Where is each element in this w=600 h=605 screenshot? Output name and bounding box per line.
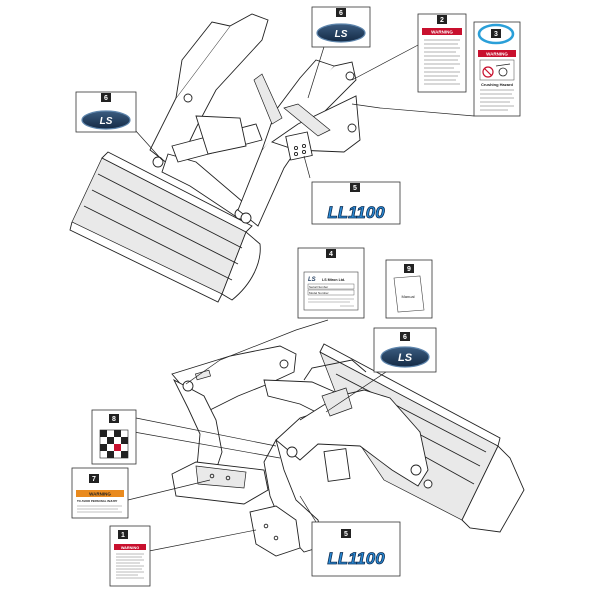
decal-controls-8: 8 — [91, 409, 137, 465]
upper-bucket — [69, 151, 261, 303]
callout-9: 9 — [407, 266, 411, 273]
upper-crossmember — [171, 73, 331, 163]
highlight-ring — [477, 23, 515, 45]
decal-caution-7: 7 WARNING TO AVOID PERSONAL INJURY — [71, 467, 129, 519]
decal-ls-badge-lower-right: 6 LS — [373, 327, 437, 373]
hazard-pictogram — [479, 59, 515, 81]
callout-6b: 6 — [339, 10, 343, 17]
warning-label-1: WARNING — [121, 546, 139, 550]
callout-2: 2 — [440, 17, 444, 24]
warning-label-3: WARNING — [486, 52, 508, 57]
warning-label-2: WARNING — [431, 30, 453, 35]
maker-name: LS Mtron Ltd. — [322, 278, 345, 282]
callout-1: 1 — [121, 532, 125, 539]
callout-6a: 6 — [104, 95, 108, 102]
decal-ls-badge-upper-middle: 6 LS — [311, 6, 371, 48]
model-name-text: LL1100 — [327, 203, 385, 222]
decal-model-lower: 5 LL1100 — [311, 521, 401, 577]
decal-warning-1: 1 WARNING — [109, 525, 151, 587]
control-pattern-grid — [99, 429, 129, 459]
callout-8: 8 — [112, 416, 116, 423]
model-label: Model Number — [309, 291, 329, 295]
serial-label: Serial Number — [309, 285, 328, 289]
lower-mount-brackets — [171, 359, 367, 557]
callout-4: 4 — [329, 251, 333, 258]
lower-loader-drawing — [171, 343, 525, 557]
callout-5a: 5 — [353, 185, 357, 192]
callout-5b: 5 — [344, 531, 348, 538]
decal-model-upper: 5 LL1100 — [311, 181, 401, 225]
callout-3: 3 — [494, 31, 498, 38]
callout-6c: 6 — [403, 334, 407, 341]
avoid-injury-text: TO AVOID PERSONAL INJURY — [77, 499, 117, 503]
model-name-text: LL1100 — [327, 549, 385, 568]
manual-label: Manual — [401, 294, 414, 299]
ls-logo-text: LS — [335, 29, 348, 40]
crushing-hazard-text: Crushing Hazard — [481, 82, 514, 87]
ls-logo-text: LS — [398, 352, 413, 364]
ls-logo-text: LS — [100, 116, 113, 127]
upper-loader-drawing — [69, 13, 361, 303]
decal-warning-2: 2 WARNING — [417, 13, 467, 93]
caution-label: WARNING — [89, 492, 111, 497]
lower-front-arm — [263, 389, 433, 553]
decal-serial-plate-4: 4 LS LS Mtron Ltd. Serial Number Model N… — [297, 247, 365, 319]
callout-7: 7 — [92, 476, 96, 483]
decal-ls-badge-upper-left: 6 LS — [75, 91, 137, 133]
decal-manual-9: 9 Manual — [385, 259, 433, 319]
ls-logo-small: LS — [308, 277, 316, 283]
leader-lines — [127, 33, 477, 553]
decal-crushing-hazard-3: 3 WARNING Crushing Hazard — [473, 21, 521, 117]
